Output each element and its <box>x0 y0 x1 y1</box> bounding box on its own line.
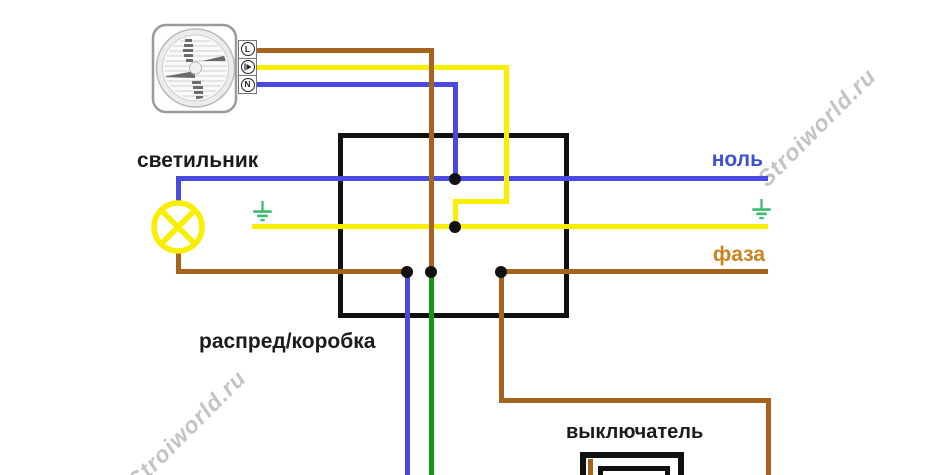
watermark: Stroiworld.ru <box>122 364 252 475</box>
label-junction-box: распред/коробка <box>199 330 376 353</box>
arrow-terminal-icon <box>240 60 255 74</box>
junction-dot <box>495 265 507 278</box>
label-phase: фаза <box>712 243 765 266</box>
junction-dot <box>401 265 413 278</box>
wire-yellow-fan-horizontal <box>257 64 509 70</box>
wire-phase-bottom-horizontal <box>498 398 771 403</box>
lamp-icon <box>151 200 205 254</box>
junction-dot <box>449 172 461 185</box>
terminal-n: N <box>239 76 256 93</box>
wire-blue-fan-vertical <box>452 81 458 181</box>
wire-neutral-main <box>175 176 768 181</box>
ground-symbol-icon <box>253 201 272 222</box>
wire-phase-down-vertical <box>498 269 504 403</box>
label-light-fixture: светильник <box>137 149 259 172</box>
wire-phase-right-vertical <box>766 398 771 475</box>
wire-ground-main <box>252 224 768 229</box>
wire-blue-down-to-switch <box>404 269 410 475</box>
wire-yellow-jog-vertical <box>452 199 458 229</box>
wire-yellow-jog-horizontal <box>452 199 509 204</box>
exhaust-fan-icon <box>151 23 238 114</box>
junction-dot <box>425 265 437 278</box>
ground-symbol-icon <box>752 199 771 220</box>
wire-brown-lamp-horizontal <box>175 269 412 274</box>
terminal-l: L <box>239 41 256 59</box>
wire-yellow-fan-vertical <box>503 64 509 204</box>
wire-brown-fan-horizontal <box>257 47 434 53</box>
wire-green-down <box>428 271 434 475</box>
fan-terminal-block: L N <box>238 40 257 94</box>
wire-brown-lamp-vertical <box>175 248 181 274</box>
wire-phase-main <box>498 269 768 274</box>
switch-wire-stub <box>588 459 593 475</box>
label-switch: выключатель <box>566 421 704 443</box>
label-neutral: ноль <box>711 148 763 171</box>
switch-symbol-inner <box>598 466 670 475</box>
terminal-middle <box>239 59 256 77</box>
watermark: Stroiworld.ru <box>752 62 882 192</box>
wire-blue-fan-horizontal <box>257 81 458 87</box>
terminal-l-label: L <box>240 42 255 57</box>
junction-dot <box>449 220 461 233</box>
wire-blue-lamp-drop <box>175 176 181 203</box>
terminal-n-label: N <box>240 77 255 92</box>
wire-brown-fan-vertical <box>428 47 434 274</box>
